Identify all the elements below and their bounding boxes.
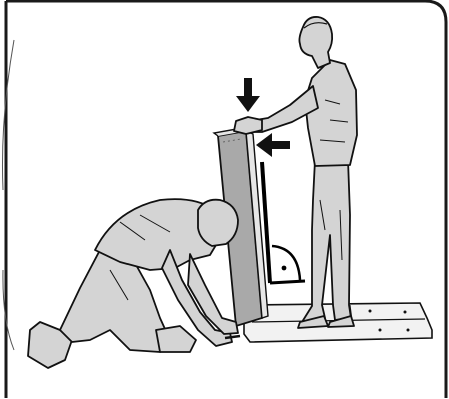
right-angle-mark bbox=[262, 162, 305, 283]
kneeling-person bbox=[28, 199, 238, 368]
down-arrow-icon bbox=[236, 78, 260, 112]
left-arrow-icon bbox=[256, 133, 290, 157]
left-edge-arc bbox=[2, 40, 14, 350]
